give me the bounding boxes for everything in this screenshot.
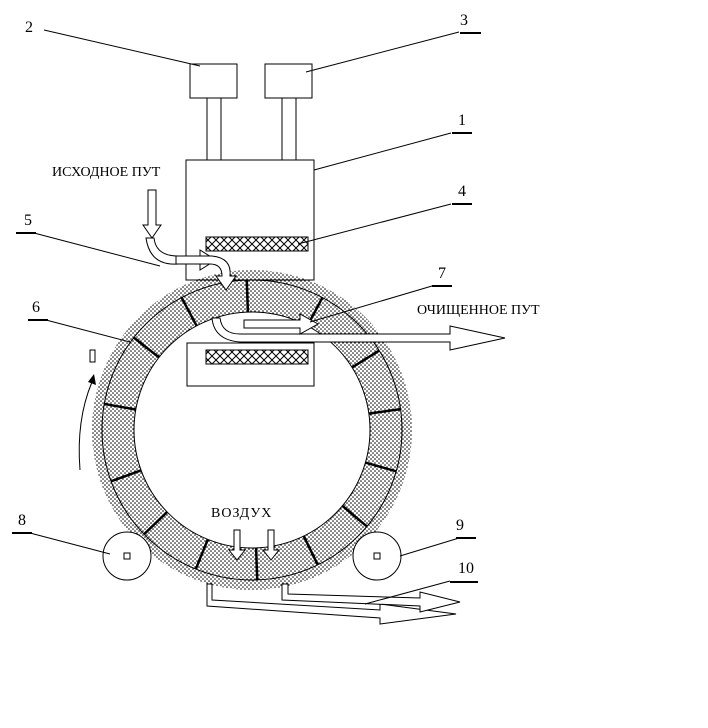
- unit-3-box: [264, 63, 313, 99]
- air-arrow-right: [261, 529, 281, 561]
- ring-dividers: [104, 280, 401, 580]
- roller-8-axle: [123, 552, 131, 560]
- inlet-arrow: [142, 189, 162, 239]
- filter-element-4: [205, 236, 309, 252]
- ring-divider: [351, 349, 380, 369]
- ring-divider: [254, 547, 259, 580]
- rotation-arrow: [78, 381, 93, 471]
- outlet-inner-arrow: [243, 313, 320, 335]
- ring-divider: [302, 535, 319, 566]
- ring-divider: [143, 511, 168, 536]
- discharge-arrow-upper: [281, 583, 461, 613]
- label-7: 7: [438, 265, 446, 282]
- unit-2-pipe: [206, 97, 222, 161]
- ring-divider: [245, 280, 250, 313]
- unit-3-pipe: [281, 97, 297, 161]
- air-caption: ВОЗДУХ: [211, 506, 272, 521]
- label-4: 4: [458, 183, 466, 200]
- ring-divider: [110, 469, 142, 483]
- label-underlines: [12, 32, 481, 583]
- label-3: 3: [460, 12, 468, 29]
- ring-divider: [180, 296, 198, 327]
- inlet-caption: ИСХОДНОЕ ПУТ: [52, 165, 161, 180]
- ring-divider: [365, 461, 397, 473]
- outlet-caption: ОЧИЩЕННОЕ ПУТ: [417, 303, 540, 318]
- label-6: 6: [32, 299, 40, 316]
- unit-2-box: [189, 63, 238, 99]
- ring-divider: [104, 402, 137, 411]
- discharge-arrow-lower: [206, 583, 457, 625]
- ring-divider: [368, 407, 401, 415]
- label-5: 5: [24, 212, 32, 229]
- label-1: 1: [458, 112, 466, 129]
- label-10: 10: [458, 560, 474, 577]
- roller-9-axle: [373, 552, 381, 560]
- leader-lines: [29, 29, 460, 605]
- outlet-flow-arrow: [211, 317, 506, 351]
- inlet-curl-arrow: [175, 255, 237, 291]
- ring-divider: [133, 336, 160, 359]
- small-marker: [89, 349, 96, 363]
- label-9: 9: [456, 517, 464, 534]
- label-8: 8: [18, 512, 26, 529]
- label-2: 2: [25, 19, 33, 36]
- air-arrow-left: [227, 529, 247, 561]
- ring-divider: [194, 538, 209, 570]
- rotation-arrowhead: [88, 374, 96, 385]
- ring-divider: [341, 504, 368, 528]
- inner-filter-element: [205, 349, 309, 365]
